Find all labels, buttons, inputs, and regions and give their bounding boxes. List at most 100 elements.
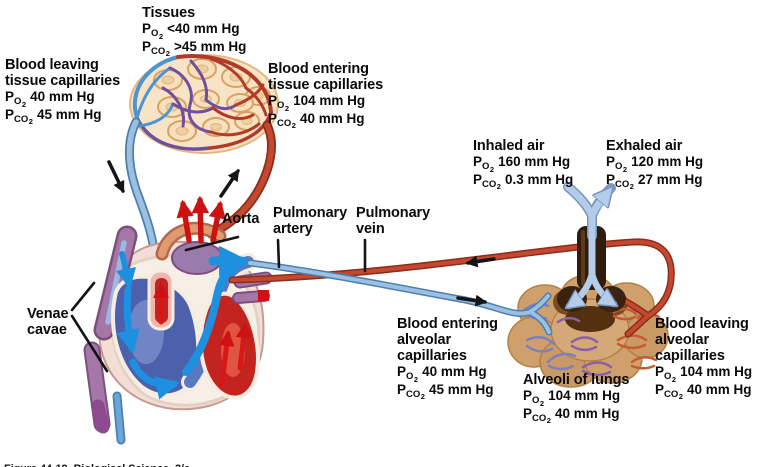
figure-caption: Figure 44-19 Biological Science, 2/e © 2… (4, 436, 190, 467)
gas-symbol: O (151, 28, 159, 39)
gas-symbol: O (615, 161, 623, 172)
p-symbol: P (142, 21, 152, 36)
gas-symbol: CO (532, 412, 547, 424)
gas-subscript: 2 (28, 117, 33, 126)
label-title: Blood leaving alveolar capillaries (655, 316, 749, 364)
label-title: Tissues (142, 5, 196, 21)
pressure-value: 40 mm Hg (30, 89, 95, 104)
pressure-value: 45 mm Hg (36, 106, 102, 122)
p-symbol: P (606, 171, 616, 187)
pressure-value: 104 mm Hg (293, 93, 366, 108)
gas-subscript: 2 (158, 31, 164, 41)
gas-symbol: CO (277, 117, 292, 129)
p-symbol: P (142, 38, 152, 54)
label-title: Blood leaving tissue capillaries (5, 57, 121, 89)
label-title: Inhaled air (473, 138, 545, 154)
label-title: Exhaled air (606, 138, 683, 154)
gas-subscript: 2 (539, 398, 545, 408)
pressure-value: 0.3 mm Hg (504, 171, 574, 187)
label-venae-cavae: Venae cavae (27, 306, 69, 338)
label-title: Blood entering tissue capillaries (268, 61, 384, 93)
gas-subscript: 2 (489, 164, 495, 174)
label-pulmonary-vein: Pulmonary vein (356, 205, 431, 237)
gas-subscript: 2 (546, 416, 551, 425)
pressure-value: 104 mm Hg (680, 364, 753, 379)
gas-subscript: 2 (21, 99, 27, 109)
gas-symbol: CO (664, 388, 679, 400)
pressure-value: 120 mm Hg (631, 154, 704, 169)
pressure-value: 40 mm Hg (299, 110, 365, 126)
gas-symbol: CO (14, 113, 29, 125)
p-symbol: P (473, 171, 483, 187)
p-symbol: P (268, 110, 278, 126)
p-symbol: P (523, 405, 533, 421)
gas-symbol: O (482, 161, 490, 172)
pressure-value: 104 mm Hg (548, 388, 621, 403)
pressure-value: 40 mm Hg (686, 381, 752, 397)
heart-illustration (83, 195, 273, 445)
gas-subscript: 2 (413, 374, 419, 384)
p-symbol: P (655, 364, 665, 379)
p-symbol: P (268, 93, 278, 108)
gas-symbol: O (277, 100, 285, 111)
gas-symbol: O (14, 96, 22, 107)
pressure-value: 40 mm Hg (422, 364, 487, 379)
gas-subscript: 2 (165, 49, 170, 58)
label-pointer-lines (70, 235, 367, 373)
pressure-value: 45 mm Hg (428, 381, 494, 397)
lungs-alveoli (507, 274, 669, 388)
pressure-value: <40 mm Hg (167, 21, 240, 36)
label-tissues: Tissues PO2<40 mm Hg PCO2>45 mm Hg (142, 5, 247, 58)
figure-caption-line1: Figure 44-19 Biological Science, 2/e (4, 463, 190, 467)
p-symbol: P (5, 106, 15, 122)
gas-symbol: CO (406, 388, 421, 400)
pressure-value: 160 mm Hg (498, 154, 571, 169)
gas-subscript: 2 (671, 374, 677, 384)
pulmonary-vein-vessel (228, 238, 675, 338)
p-symbol: P (523, 388, 533, 403)
gas-subscript: 2 (420, 392, 425, 401)
gas-symbol: CO (151, 45, 166, 57)
tissue-artery-vessel (206, 120, 276, 239)
gas-symbol: CO (615, 178, 630, 190)
tissue-vein-vessel (124, 117, 158, 249)
label-aorta: Aorta (222, 211, 260, 227)
p-symbol: P (5, 89, 15, 104)
airflow-arrows (563, 182, 614, 306)
label-title: Blood entering alveolar capillaries (397, 316, 498, 364)
pressure-value: 27 mm Hg (637, 171, 703, 187)
gas-subscript: 2 (678, 392, 683, 401)
gas-symbol: O (664, 371, 672, 382)
flow-direction-arrows (107, 160, 496, 307)
label-pulmonary-artery: Pulmonary artery (273, 205, 348, 237)
gas-subscript: 2 (622, 164, 628, 174)
gas-symbol: CO (482, 178, 497, 190)
p-symbol: P (473, 154, 483, 169)
pressure-value: >45 mm Hg (173, 38, 247, 54)
p-symbol: P (606, 154, 616, 169)
pressure-value: 40 mm Hg (554, 405, 620, 421)
gas-symbol: O (532, 395, 540, 406)
